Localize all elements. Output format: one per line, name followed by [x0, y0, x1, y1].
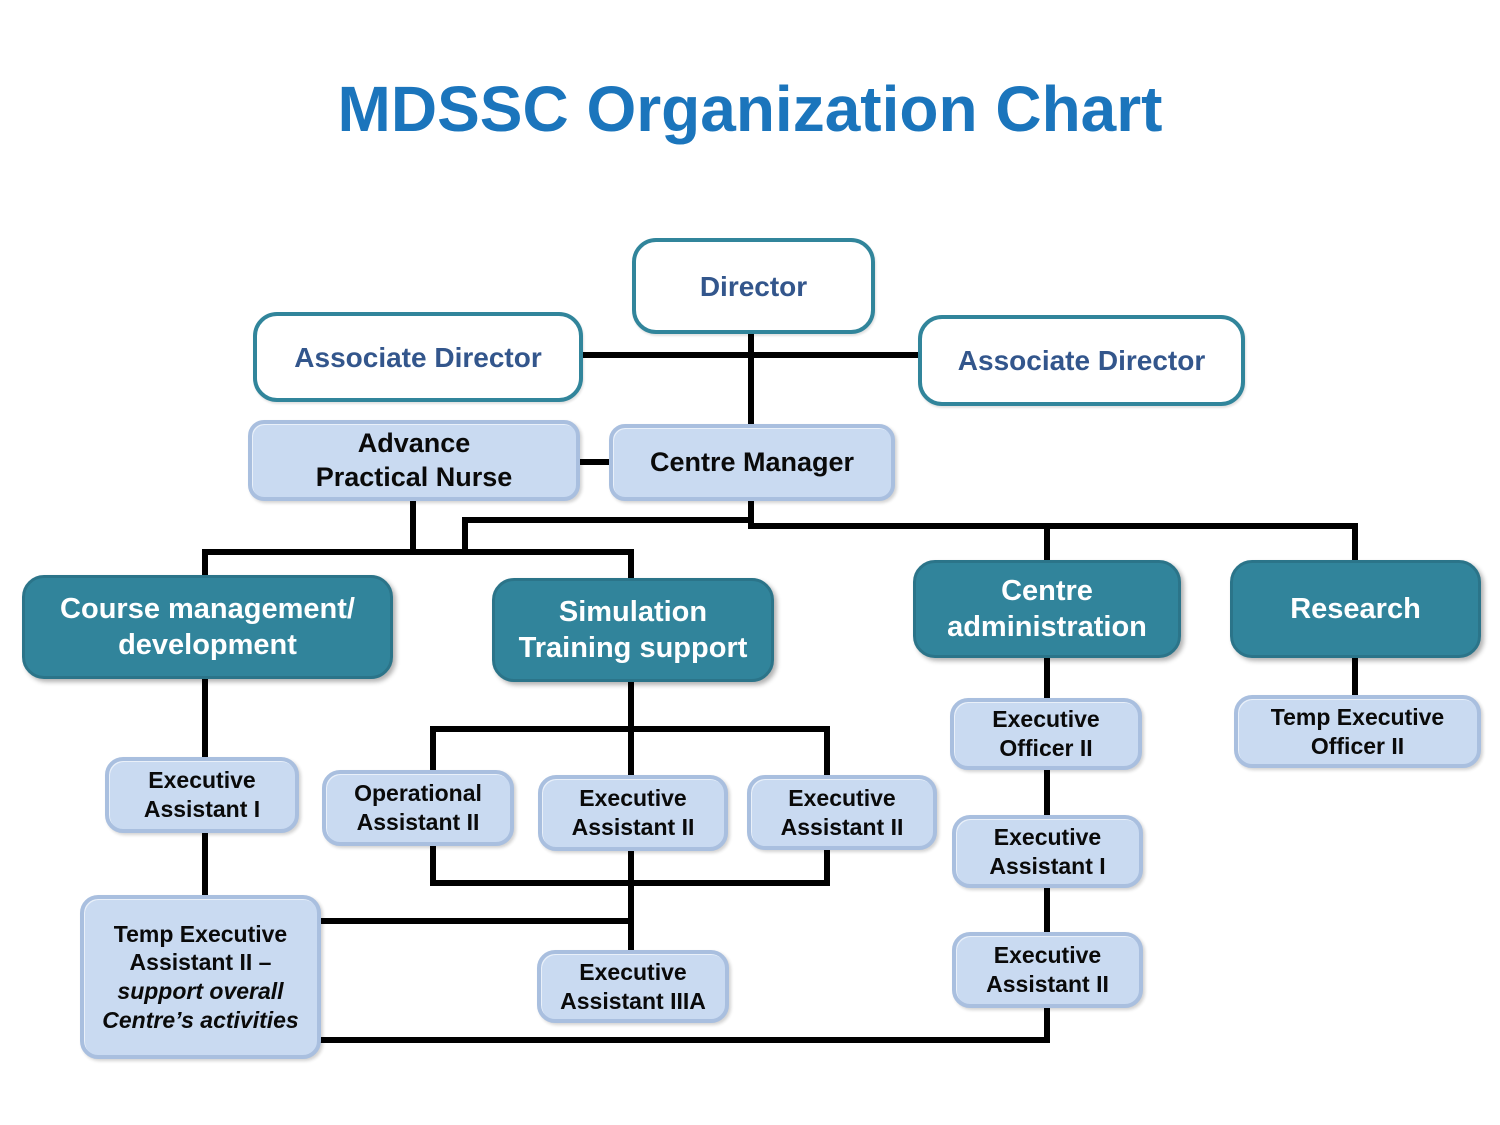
org-node-label: Assistant IIIA: [560, 987, 706, 1014]
connector-admin-top-drop: [1044, 523, 1050, 564]
connector-ea2right-down: [824, 849, 830, 886]
connector-cm-left-branch: [462, 517, 754, 523]
connector-sim-bus: [430, 726, 830, 732]
org-node-label: Executive: [993, 823, 1102, 850]
org-node-centre-administration: Centre administration: [913, 560, 1181, 658]
org-node-simulation-training-support: Simulation Training support: [492, 578, 774, 682]
connector-opassist-drop: [430, 726, 436, 773]
org-node-label: Practical Nurse: [315, 461, 513, 492]
org-node-label: Temp Executive: [113, 920, 288, 947]
connector-ea1admin-ea2admin: [1044, 887, 1050, 936]
org-node-executive-assistant-2-admin: Executive Assistant II: [952, 932, 1143, 1008]
connector-admin-eo2: [1044, 657, 1050, 702]
connector-left-branch-drop: [462, 517, 468, 555]
org-node-label: Executive: [579, 958, 687, 985]
org-node-centre-manager: Centre Manager: [609, 424, 895, 501]
connector-eo2-ea1admin: [1044, 769, 1050, 819]
org-node-director: Director: [632, 238, 875, 334]
org-node-executive-assistant-1-admin: Executive Assistant I: [952, 815, 1143, 888]
connector-director-centre-manager: [748, 334, 754, 426]
org-node-label: Simulation: [558, 595, 708, 628]
org-node-label: Executive: [993, 942, 1102, 969]
org-node-label: Centre: [1001, 574, 1093, 607]
org-node-associate-director-right: Associate Director: [918, 315, 1245, 406]
connector-left-bus: [202, 549, 634, 555]
org-node-temp-executive-officer-2: Temp Executive Officer II: [1234, 695, 1481, 768]
org-node-executive-assistant-2-mid: Executive Assistant II: [538, 775, 728, 851]
org-node-label: Centre’s activities: [102, 1006, 299, 1033]
org-node-label: Assistant II: [780, 813, 904, 840]
org-node-research: Research: [1230, 560, 1481, 658]
org-node-label: Executive: [148, 767, 256, 794]
connector-ea2admin-bottom: [1044, 1007, 1050, 1043]
org-node-executive-assistant-2-right: Executive Assistant II: [747, 775, 937, 850]
page-title: MDSSC Organization Chart: [337, 73, 1163, 145]
org-node-temp-executive-assistant-2: Temp Executive Assistant II – support ov…: [80, 895, 321, 1059]
connector-ea2mid-ea3a: [628, 850, 634, 953]
org-node-label: Centre Manager: [649, 446, 855, 477]
org-node-executive-assistant-1-left: Executive Assistant I: [105, 757, 299, 833]
connector-simulation-drop: [628, 549, 634, 582]
connector-bottom-link: [320, 1037, 1050, 1043]
org-node-label: Assistant I: [143, 796, 261, 822]
org-node-label: Advance: [357, 427, 471, 458]
connector-apn-centre-manager: [578, 459, 612, 465]
org-node-label: Training support: [518, 632, 748, 664]
connector-opassist-up: [430, 845, 436, 886]
org-node-operational-assistant-2: Operational Assistant II: [322, 770, 514, 846]
connector-associate-directors: [583, 352, 918, 358]
org-node-label: Assistant II: [356, 809, 480, 835]
org-node-label: Director: [699, 270, 808, 302]
connector-ea2right-drop: [824, 726, 830, 778]
org-node-label: Research: [1290, 592, 1421, 625]
org-node-course-management: Course management/ development: [22, 575, 393, 679]
org-node-label: Executive: [992, 706, 1100, 733]
org-node-label: Operational: [354, 780, 482, 807]
org-node-label: Officer II: [999, 735, 1093, 761]
connector-ea1-tempea2: [202, 832, 208, 898]
org-node-label: Executive: [788, 784, 896, 811]
org-node-label: Executive: [579, 785, 687, 812]
connector-course-drop: [202, 549, 208, 579]
connector-course-ea1: [202, 678, 208, 760]
org-node-label: Officer II: [1310, 732, 1405, 759]
connector-research-teo2: [1352, 657, 1358, 699]
org-node-executive-assistant-3a: Executive Assistant IIIA: [537, 950, 729, 1023]
org-node-label: Associate Director: [957, 345, 1206, 376]
org-node-label: Course management/: [60, 592, 355, 625]
org-node-label: development: [118, 629, 297, 661]
org-node-label: Temp Executive: [1270, 703, 1445, 730]
org-node-label: administration: [947, 611, 1147, 643]
org-node-label: support overall: [117, 978, 284, 1004]
org-node-label: Assistant I: [989, 852, 1106, 879]
org-node-label: Associate Director: [294, 341, 542, 373]
connector-tempea2-upper-link: [320, 918, 634, 924]
connector-cm-right-branch: [748, 523, 1358, 529]
connector-research-top-drop: [1352, 523, 1358, 564]
connector-apn-drop: [410, 499, 416, 555]
org-node-associate-director-left: Associate Director: [253, 312, 583, 402]
org-node-executive-officer-2: Executive Officer II: [950, 698, 1142, 770]
org-node-label: Assistant II: [571, 814, 695, 840]
org-node-label: Assistant II –: [129, 949, 272, 976]
org-node-advance-practical-nurse: Advance Practical Nurse: [248, 420, 580, 501]
org-node-label: Assistant II: [986, 971, 1109, 997]
connector-cm-drop: [748, 499, 754, 525]
